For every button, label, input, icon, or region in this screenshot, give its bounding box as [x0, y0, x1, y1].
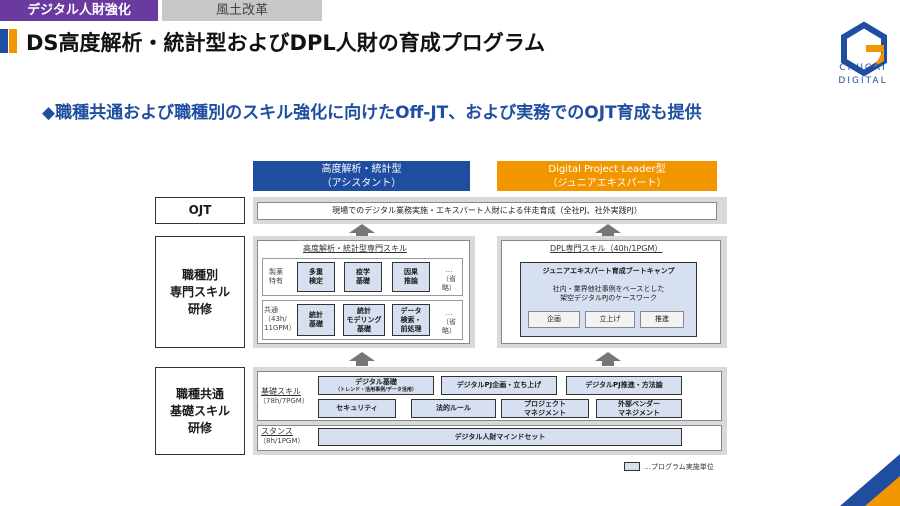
arrow-stem	[602, 231, 614, 236]
arrow-up-icon	[349, 224, 375, 233]
arrow-up-icon	[595, 224, 621, 233]
arrow-up-icon	[349, 352, 375, 361]
header-dpl: Digital Project Leader型 （ジュニアエキスパート）	[497, 161, 717, 191]
specialty-line2: 専門スキル	[169, 284, 230, 299]
arrow-up-icon	[595, 352, 621, 361]
subtitle: ◆職種共通および職種別のスキル強化に向けたOff-JT、および実務でのOJT育成…	[42, 103, 702, 123]
common-label2: （43h/	[264, 315, 287, 323]
step-planning: 企画	[528, 311, 580, 328]
common-etc1: …	[445, 309, 453, 317]
header-left-line2: （アシスタント）	[321, 178, 402, 189]
chugai-digital-logo	[841, 21, 887, 77]
basic-hours: （78h/7PGM）	[259, 397, 309, 405]
skill-dpj-execution[interactable]: デジタルPJ推進・方法論	[566, 376, 682, 395]
skill-data-preprocessing[interactable]: データ 検索・ 前処理	[392, 304, 430, 336]
skill-digital-basics[interactable]: デジタル基礎 （トレンド・活用事例/データ活用）	[318, 376, 434, 395]
skill-stats-modeling[interactable]: 統計 モデリング 基礎	[343, 304, 385, 336]
basic-line2: 基礎スキル	[169, 403, 230, 418]
digital-basics-main: デジタル基礎	[355, 378, 397, 386]
header-advanced-analytics: 高度解析・統計型 （アシスタント）	[253, 161, 470, 191]
row-label-basic: 職種共通 基礎スキル 研修	[155, 367, 245, 455]
pharma-label: 製薬 特有	[269, 268, 283, 286]
pharma-label2: 特有	[269, 277, 283, 285]
legend-swatch	[624, 462, 640, 471]
logo-line1: CHUGAI	[839, 63, 887, 73]
legend-text: …プログラム実施単位	[644, 463, 714, 471]
corner-decoration	[840, 454, 900, 506]
header-right-line1: Digital Project Leader型	[548, 164, 666, 175]
skill-stats-basic[interactable]: 統計 基礎	[297, 304, 335, 336]
advanced-title: 高度解析・統計型専門スキル	[303, 244, 407, 253]
arrow-stem	[356, 231, 368, 236]
skill-dpj-planning[interactable]: デジタルPJ企画・立ち上げ	[441, 376, 557, 395]
digital-basics-sub: （トレンド・活用事例/データ活用）	[335, 387, 417, 393]
basic-title: 基礎スキル	[261, 387, 301, 396]
skill-causal-inference[interactable]: 因果 推論	[392, 262, 430, 292]
pharma-label1: 製薬	[269, 268, 283, 276]
header-left-line1: 高度解析・統計型	[321, 164, 402, 175]
skill-vendor-management[interactable]: 外部ベンダー マネジメント	[596, 399, 682, 418]
specialty-line3: 研修	[187, 301, 212, 316]
step-execution: 推進	[640, 311, 684, 328]
pharma-etc: … （省略）	[438, 266, 460, 293]
header-right-line2: （ジュニアエキスパート）	[547, 178, 667, 189]
skill-multiple-testing[interactable]: 多重 検定	[297, 262, 335, 292]
basic-line1: 職種共通	[175, 386, 224, 401]
bootcamp-title: ジュニアエキスパート育成ブートキャンプ	[542, 267, 675, 275]
common-etc2: （省略）	[442, 318, 456, 335]
dpl-title: DPL専門スキル（40h/1PGM）	[550, 244, 663, 253]
pharma-etc1: …	[445, 266, 453, 274]
stance-hours: （8h/1PGM）	[259, 437, 305, 445]
skill-legal-rules[interactable]: 法的ルール	[411, 399, 496, 418]
arrow-stem	[602, 361, 614, 366]
common-label1: 共通	[264, 306, 278, 314]
tab-culture-reform[interactable]: 風土改革	[162, 0, 322, 21]
bootcamp-desc2: 架空デジタルPJのケースワーク	[560, 294, 657, 302]
skill-security[interactable]: セキュリティ	[318, 399, 396, 418]
bootcamp-desc1: 社内・業界他社事例をベースとした	[552, 285, 665, 293]
row-label-ojt: OJT	[155, 197, 245, 224]
step-launch: 立上げ	[585, 311, 635, 328]
skill-mindset[interactable]: デジタル人財マインドセット	[318, 428, 682, 446]
tab-digital-talent[interactable]: デジタル人財強化	[0, 0, 158, 21]
pharma-etc2: （省略）	[442, 275, 456, 292]
common-etc: … （省略）	[438, 309, 460, 336]
arrow-stem	[356, 361, 368, 366]
common-label: 共通 （43h/ 11GPM）	[264, 306, 296, 333]
page-title: DS高度解析・統計型およびDPL人財の育成プログラム	[26, 31, 546, 55]
common-label3: 11GPM）	[264, 324, 296, 332]
logo-text: CHUGAI DIGITAL	[828, 62, 898, 88]
row-label-specialty: 職種別 専門スキル 研修	[155, 236, 245, 348]
skill-project-management[interactable]: プロジェクト マネジメント	[501, 399, 589, 418]
title-accent-orange	[9, 29, 17, 53]
stance-title: スタンス	[261, 427, 293, 436]
ojt-text: 現場でのデジタル業務実施・エキスパート人財による伴走育成（全社PJ、社外実践PJ…	[257, 202, 717, 220]
logo-line2: DIGITAL	[838, 76, 888, 86]
skill-epidemiology[interactable]: 疫学 基礎	[344, 262, 382, 292]
specialty-line1: 職種別	[181, 267, 218, 282]
title-accent-blue	[0, 29, 8, 53]
basic-line3: 研修	[187, 420, 212, 435]
